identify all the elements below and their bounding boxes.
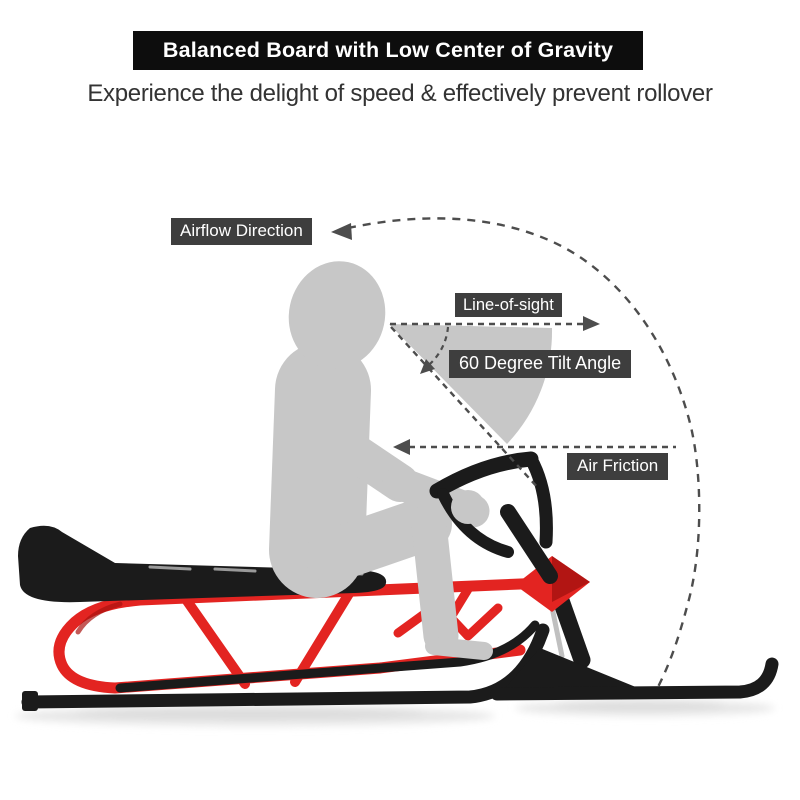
rear-shadow-core xyxy=(75,707,425,719)
airflow-arrowhead xyxy=(331,223,352,240)
rear-runner xyxy=(21,620,550,711)
steering-wheel xyxy=(429,451,558,584)
tilt-line xyxy=(390,326,540,490)
torso xyxy=(269,342,371,598)
runner-blade xyxy=(21,623,550,709)
steering-column xyxy=(500,504,558,584)
front-assembly xyxy=(490,556,779,701)
frame-brace-2 xyxy=(290,587,355,687)
label-tilt-angle: 60 Degree Tilt Angle xyxy=(449,350,632,378)
ground-shadow xyxy=(15,700,775,726)
airflow-arc xyxy=(347,217,701,688)
label-airflow-direction: Airflow Direction xyxy=(171,218,312,245)
page-title: Balanced Board with Low Center of Gravit… xyxy=(162,38,614,62)
runner-rear-cap xyxy=(22,691,38,711)
title-banner: Balanced Board with Low Center of Gravit… xyxy=(133,31,643,70)
angle-arc xyxy=(424,326,450,369)
foot xyxy=(425,637,493,660)
angle-arrowhead xyxy=(420,359,435,374)
rider-hand xyxy=(451,490,485,524)
head xyxy=(288,261,386,369)
steering-joint-shade xyxy=(552,556,590,602)
person-silhouette xyxy=(269,261,553,660)
annotation-lines xyxy=(331,217,701,688)
runner-upper-tube xyxy=(115,620,540,693)
sled-frame xyxy=(53,577,551,694)
vision-cone xyxy=(389,324,553,444)
label-line-of-sight: Line-of-sight xyxy=(455,293,562,318)
front-shadow-core xyxy=(555,700,725,710)
wheel-top-bar xyxy=(429,451,539,499)
ski-bracket xyxy=(500,648,648,694)
front-ski xyxy=(490,657,779,701)
wheel-right-arm xyxy=(524,452,553,549)
air-friction-arrowhead xyxy=(393,439,410,455)
wheel-left-arm xyxy=(437,488,514,558)
thigh xyxy=(305,497,452,583)
line-of-sight-arrowhead xyxy=(583,316,600,331)
frame-shading xyxy=(75,601,123,635)
label-air-friction: Air Friction xyxy=(567,453,669,480)
page-subtitle: Experience the delight of speed & effect… xyxy=(87,80,713,107)
frame-brace-1 xyxy=(180,593,250,689)
shin xyxy=(411,506,459,654)
